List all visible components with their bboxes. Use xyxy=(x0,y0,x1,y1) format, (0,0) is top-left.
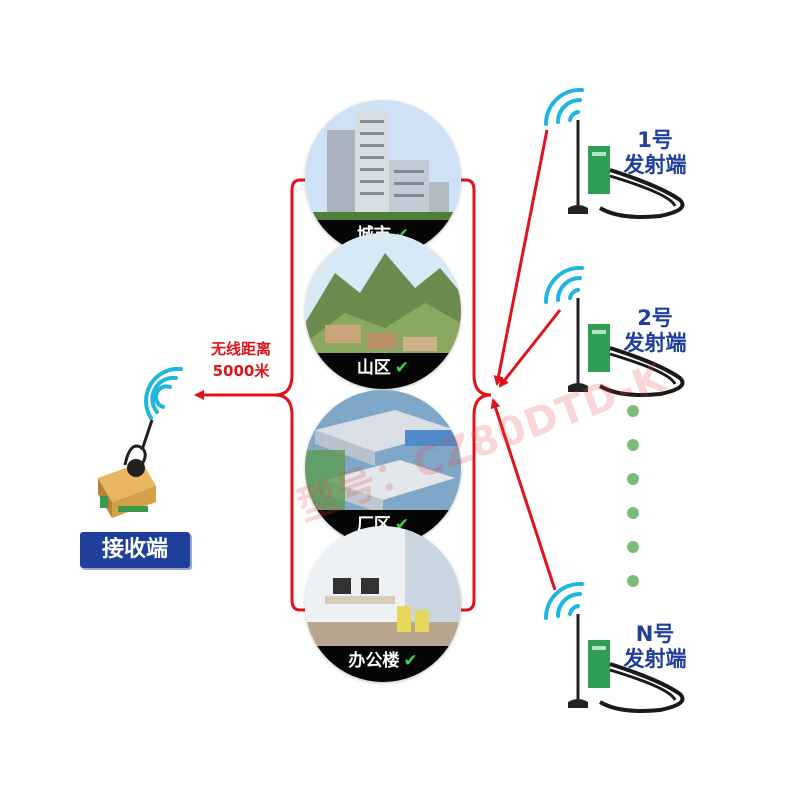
scene-office: 办公楼✔ xyxy=(305,526,461,682)
scene-label-text: 山区 xyxy=(356,358,391,378)
check-icon: ✔ xyxy=(403,651,418,671)
distance-caption: 无线距离 xyxy=(210,340,271,358)
arrow-from-txn xyxy=(490,398,557,591)
transmitter-1-device xyxy=(543,87,685,219)
wireless-distance-label: 无线距离 5000米 xyxy=(186,338,296,382)
transmitter-n-label: N号 发射端 xyxy=(623,622,687,671)
wifi-signal-icon xyxy=(543,87,584,126)
arrow-from-tx1 xyxy=(493,129,549,386)
transmitter-module-icon xyxy=(588,640,610,688)
transmitter-2-device xyxy=(543,265,685,397)
scene-label-text: 办公楼 xyxy=(348,651,400,671)
arrow-from-tx2 xyxy=(498,309,562,388)
transmitter-module-icon xyxy=(588,146,610,194)
scene-city: 城市✔ xyxy=(305,100,461,256)
check-icon: ✔ xyxy=(394,358,410,378)
distance-value: 5000米 xyxy=(212,362,270,380)
scene-factory: 厂区✔ xyxy=(305,390,461,546)
transmitter-1-label: 1号 发射端 xyxy=(623,128,687,177)
transmitter-n-device xyxy=(543,581,685,713)
more-transmitters-dots xyxy=(624,405,642,609)
transmitter-2-label: 2号 发射端 xyxy=(623,306,687,355)
receiver-label: 接收端 xyxy=(80,532,190,568)
wifi-signal-icon xyxy=(144,366,183,420)
wifi-signal-icon xyxy=(543,265,584,304)
scene-mountain: 山区✔ xyxy=(305,233,461,389)
receiver-device-icon xyxy=(98,419,156,518)
transmitter-module-icon xyxy=(588,324,610,372)
right-brace xyxy=(461,178,492,612)
wifi-signal-icon xyxy=(543,581,584,620)
left-brace xyxy=(274,178,305,612)
